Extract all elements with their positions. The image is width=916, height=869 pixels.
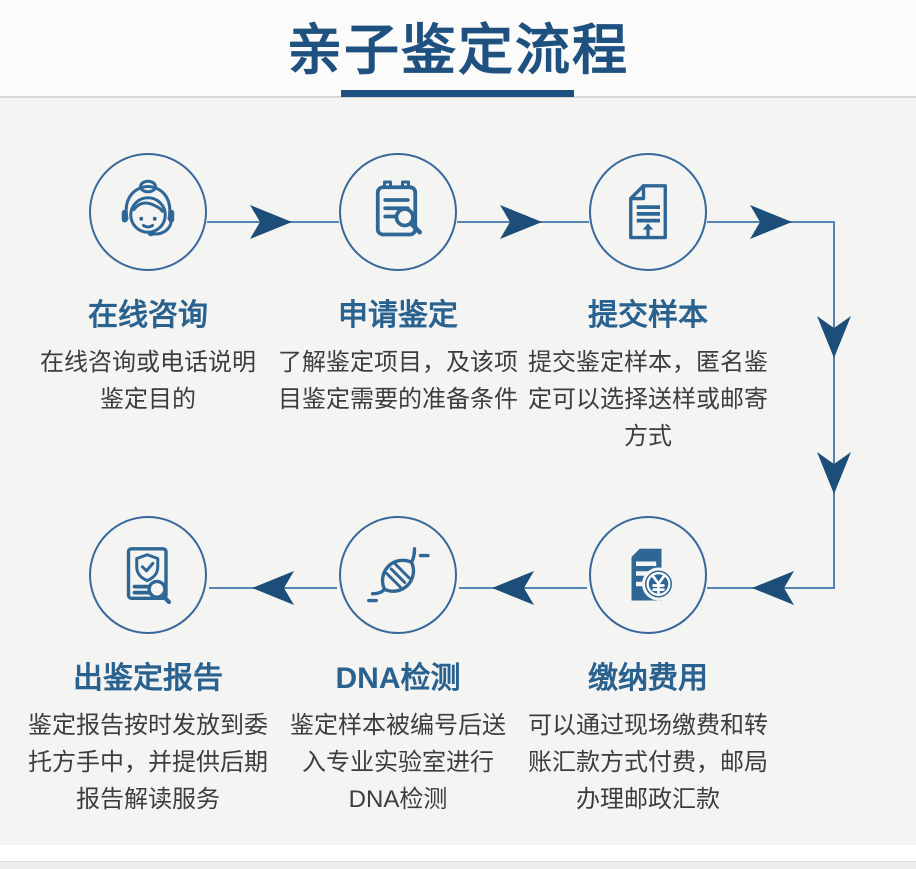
- step-title: DNA检测: [335, 662, 461, 695]
- step-online-consult: 在线咨询 在线咨询或电话说明 鉴定目的: [22, 153, 274, 418]
- document-upload-icon: [629, 184, 667, 240]
- dna-icon: [367, 547, 430, 603]
- page-header: 亲子鉴定流程: [0, 0, 916, 98]
- step-description: 可以通过现场缴费和转 账汇款方式付费，邮局 办理邮政汇款: [528, 712, 768, 813]
- step-dna-test: DNA检测 鉴定样本被编号后送 入专业实验室进行 DNA检测: [272, 516, 524, 818]
- step-description: 鉴定样本被编号后送 入专业实验室进行 DNA检测: [290, 712, 506, 813]
- title-underline: [341, 90, 574, 97]
- step-title: 缴纳费用: [588, 662, 708, 695]
- step-icon-circle: [89, 516, 207, 634]
- step-apply-test: 申请鉴定 了解鉴定项目，及该项 目鉴定需要的准备条件: [272, 153, 524, 418]
- step-title: 在线咨询: [88, 299, 208, 332]
- customer-service-icon: [121, 179, 175, 237]
- step-title: 提交样本: [588, 299, 708, 332]
- step-icon-circle: [339, 516, 457, 634]
- step-submit-sample: 提交样本 提交鉴定样本，匿名鉴 定可以选择送样或邮寄 方式: [522, 153, 774, 455]
- step-description: 在线咨询或电话说明 鉴定目的: [40, 349, 256, 413]
- step-title: 出鉴定报告: [73, 662, 223, 695]
- clipboard-search-icon: [375, 180, 422, 237]
- footer-divider: [0, 861, 916, 869]
- report-check-icon: [126, 547, 172, 605]
- payment-receipt-icon: [631, 548, 675, 601]
- step-description: 了解鉴定项目，及该项 目鉴定需要的准备条件: [278, 349, 518, 413]
- step-description: 鉴定报告按时发放到委 托方手中，并提供后期 报告解读服务: [28, 712, 268, 813]
- step-icon-circle: [89, 153, 207, 271]
- step-title: 申请鉴定: [338, 299, 458, 332]
- step-issue-report: 出鉴定报告 鉴定报告按时发放到委 托方手中，并提供后期 报告解读服务: [22, 516, 274, 818]
- step-icon-circle: [589, 153, 707, 271]
- step-icon-circle: [339, 153, 457, 271]
- bottom-white-gap: [0, 845, 916, 861]
- step-icon-circle: [589, 516, 707, 634]
- page-title: 亲子鉴定流程: [286, 19, 629, 81]
- step-pay-fee: 缴纳费用 可以通过现场缴费和转 账汇款方式付费，邮局 办理邮政汇款: [522, 516, 774, 818]
- step-description: 提交鉴定样本，匿名鉴 定可以选择送样或邮寄 方式: [528, 349, 768, 450]
